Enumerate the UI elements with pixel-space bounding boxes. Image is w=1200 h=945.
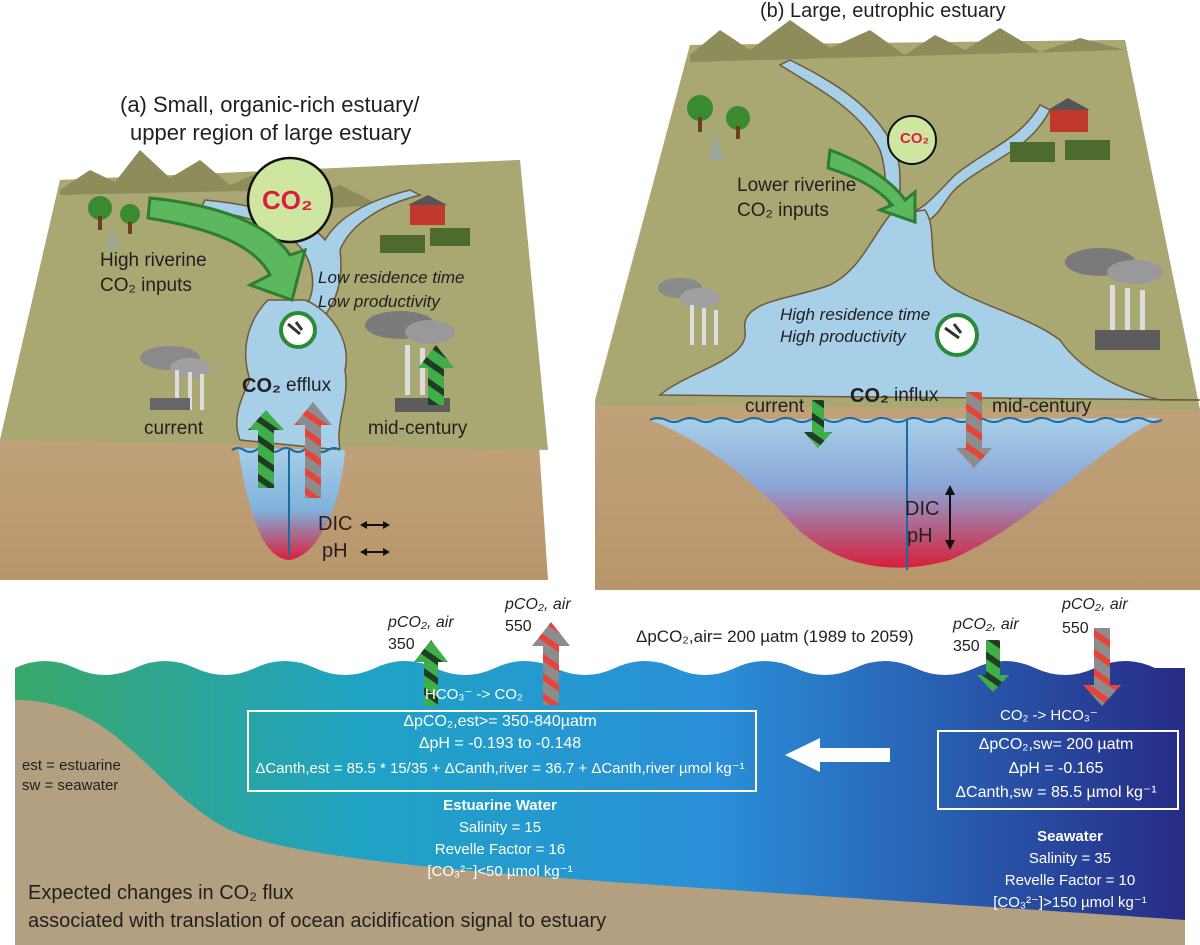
riverine-input-b-line2: CO₂ inputs — [737, 200, 829, 221]
influx-co2-label: CO₂ — [850, 385, 889, 407]
delta-pco2-air: ΔpCO₂,air= 200 µatm (1989 to 2059) — [636, 627, 914, 646]
panel-a-landscape — [0, 150, 548, 580]
panel-b-landscape — [595, 20, 1200, 590]
legend-estuarine: est = estuarine — [22, 757, 121, 774]
estuarine-salinity: Salinity = 15 — [458, 819, 542, 836]
legend-seawater: sw = seawater — [22, 777, 119, 794]
current-label-a: current — [144, 418, 204, 439]
riverine-input-arrow-b — [826, 147, 917, 225]
trees-a — [88, 196, 140, 248]
seawater-revelle: Revelle Factor = 10 — [1004, 872, 1136, 889]
dic-label-b: DIC — [905, 498, 940, 520]
residence-a: Low residence time — [318, 268, 465, 287]
farm-b — [1010, 98, 1110, 162]
ph-label-b: pH — [907, 525, 933, 547]
panel-b-title: (b) Large, eutrophic estuary — [760, 0, 1006, 22]
seawater-change-box — [937, 730, 1179, 810]
ph-label-a: pH — [322, 540, 348, 562]
estuarine-carbonate: [CO₃²⁻]<50 µmol kg⁻¹ — [427, 863, 573, 880]
val-350-right: 350 — [953, 638, 980, 655]
current-label-b: current — [745, 396, 805, 417]
sw-box-line1: ΔpCO₂,sw= 200 µatm — [978, 736, 1134, 753]
est-box-line3: ΔCanth,est = 85.5 * 15/35 + ΔCanth,river… — [255, 760, 745, 777]
trees-b — [687, 95, 750, 160]
reaction-seawater: CO₂ -> HCO₃⁻ — [1000, 707, 1098, 724]
pco2-air-left-b: pCO₂, air — [505, 596, 571, 613]
sw-box-line3: ΔCanth,sw = 85.5 µmol kg⁻¹ — [955, 784, 1157, 801]
co2-bubble-b-label: CO₂ — [900, 130, 930, 147]
riverine-input-a-line2: CO₂ inputs — [100, 275, 192, 296]
val-550-right: 550 — [1062, 620, 1089, 637]
sw-box-line2: ΔpH = -0.165 — [1008, 760, 1104, 777]
factory-current-a — [140, 346, 210, 410]
pco2-air-left-a: pCO₂, air — [388, 614, 454, 631]
co2-bubble-a-label: CO₂ — [262, 185, 313, 215]
dic-label-a: DIC — [318, 513, 353, 535]
estuarine-change-box — [247, 710, 757, 792]
panel-a-title-line1: (a) Small, organic-rich estuary/ — [120, 92, 420, 117]
seawater-title: Seawater — [1037, 828, 1103, 845]
riverine-input-b-line1: Lower riverine — [737, 175, 857, 196]
factory-mid-century-b — [1065, 248, 1163, 350]
estuarine-water-title: Estuarine Water — [443, 797, 557, 814]
caption-line2: associated with translation of ocean aci… — [28, 910, 607, 932]
air-flux-arrows-bottom — [414, 622, 1121, 706]
efflux-label: efflux — [286, 375, 332, 396]
productivity-b: High productivity — [780, 327, 906, 346]
est-box-line1: ΔpCO₂,est>= 350-840µatm — [403, 713, 597, 730]
mid-century-label-b: mid-century — [992, 396, 1092, 417]
productivity-a: Low productivity — [318, 292, 440, 311]
reaction-estuarine: HCO₃⁻ -> CO₂ — [425, 686, 523, 703]
factory-mid-century-a — [365, 311, 455, 412]
val-350-left: 350 — [388, 636, 415, 653]
co2-bubble-a — [246, 156, 334, 244]
productivity-cycle-icon-b — [935, 313, 979, 357]
flux-arrows-b — [804, 392, 992, 550]
caption-line1: Expected changes in CO₂ flux — [28, 882, 294, 904]
pco2-air-right-a: pCO₂, air — [953, 616, 1019, 633]
riverine-input-arrow-a — [146, 196, 308, 302]
panel-a-title-line2: upper region of large estuary — [130, 120, 412, 145]
estuarine-revelle: Revelle Factor = 16 — [434, 841, 566, 858]
influx-label: influx — [894, 385, 939, 406]
factory-current-b — [658, 278, 720, 345]
efflux-co2-label: CO₂ — [242, 375, 281, 397]
flux-arrows-a — [248, 345, 454, 498]
farm-a — [380, 195, 470, 253]
dic-ph-arrows-a — [360, 521, 390, 556]
seawater-salinity: Salinity = 35 — [1028, 850, 1112, 867]
co2-bubble-b — [887, 115, 937, 165]
productivity-cycle-icon-a — [279, 311, 317, 349]
translation-arrow — [785, 738, 890, 772]
est-box-line2: ΔpH = -0.193 to -0.148 — [418, 735, 582, 752]
val-550-left: 550 — [505, 618, 532, 635]
mid-century-label-a: mid-century — [368, 418, 468, 439]
pco2-air-right-b: pCO₂, air — [1062, 596, 1128, 613]
seawater-carbonate: [CO₃²⁻]>150 µmol kg⁻¹ — [993, 894, 1147, 911]
riverine-input-a-line1: High riverine — [100, 250, 207, 271]
ocean-section — [15, 661, 1185, 945]
residence-b: High residence time — [780, 305, 931, 324]
